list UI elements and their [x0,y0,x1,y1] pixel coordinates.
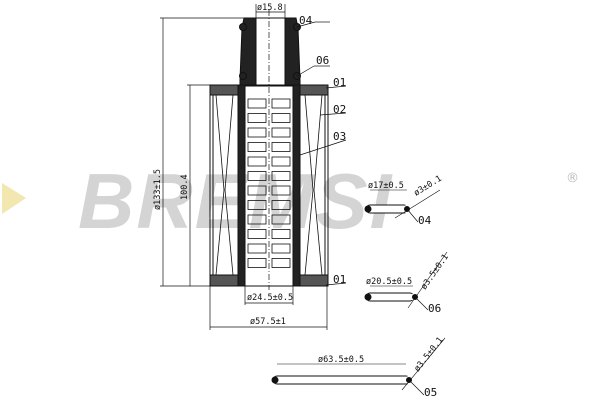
tube-window [271,214,291,225]
oring-04-inner: ø17±0.5 [368,181,404,191]
part-label-03: 03 [333,130,346,143]
oring-04-label: 04 [418,214,432,227]
tube-window [247,113,267,123]
part-label-01-top: 01 [333,76,346,89]
tube-window [271,171,291,181]
tube-window [247,98,267,109]
tube-window [271,98,291,109]
oring-05-inner: ø63.5±0.5 [318,355,364,365]
tube-window [271,142,291,152]
tube-window [271,229,291,239]
part-label-01-bottom: 01 [333,273,346,286]
element-height-label: 100.4 [180,174,190,200]
tube-window [247,243,267,254]
watermark-logo: BREMSI [78,157,393,245]
oring-06: ø20.5±0.5 ø3.5±0.1 06 [364,251,451,315]
oring-05: ø63.5±0.5 ø3.5±0.1 05 [271,335,446,399]
tube-window [271,185,291,196]
brand-triangle-icon [2,183,26,214]
inner-diameter-label: ø24.5±0.5 [247,293,293,303]
tube-window [271,200,291,210]
outlet-diameter-label: ø15.8 [257,3,283,13]
part-label-04: 04 [299,14,313,27]
tube-window [271,243,291,254]
tube-window [247,200,267,210]
oring-04-section: ø3±0.1 [412,174,443,199]
tube-window [271,258,291,268]
tube-window [271,113,291,123]
center-tube-wall [237,84,246,287]
tube-window [247,127,267,138]
tube-window [271,156,291,167]
tube-window [247,214,267,225]
center-tube-grid [247,98,291,268]
part-label-06: 06 [316,54,329,67]
registered-mark: ® [566,171,579,186]
tube-window [247,185,267,196]
oring-06-label: 06 [428,302,441,315]
oring-05-section: ø3.5±0.1 [412,335,445,373]
oring-06-section: ø3.5±0.1 [419,252,451,291]
tube-window [247,229,267,239]
outer-diameter-label: ø57.5±1 [250,317,286,327]
oring-05-label: 05 [424,386,437,399]
tube-window [271,127,291,138]
oring-06-inner: ø20.5±0.5 [366,277,412,287]
part-label-02: 02 [333,103,346,116]
tube-window [247,258,267,268]
tube-window [247,171,267,181]
total-height-label: ø133±1.5 [153,169,163,210]
tube-window [247,142,267,152]
tube-window [247,156,267,167]
